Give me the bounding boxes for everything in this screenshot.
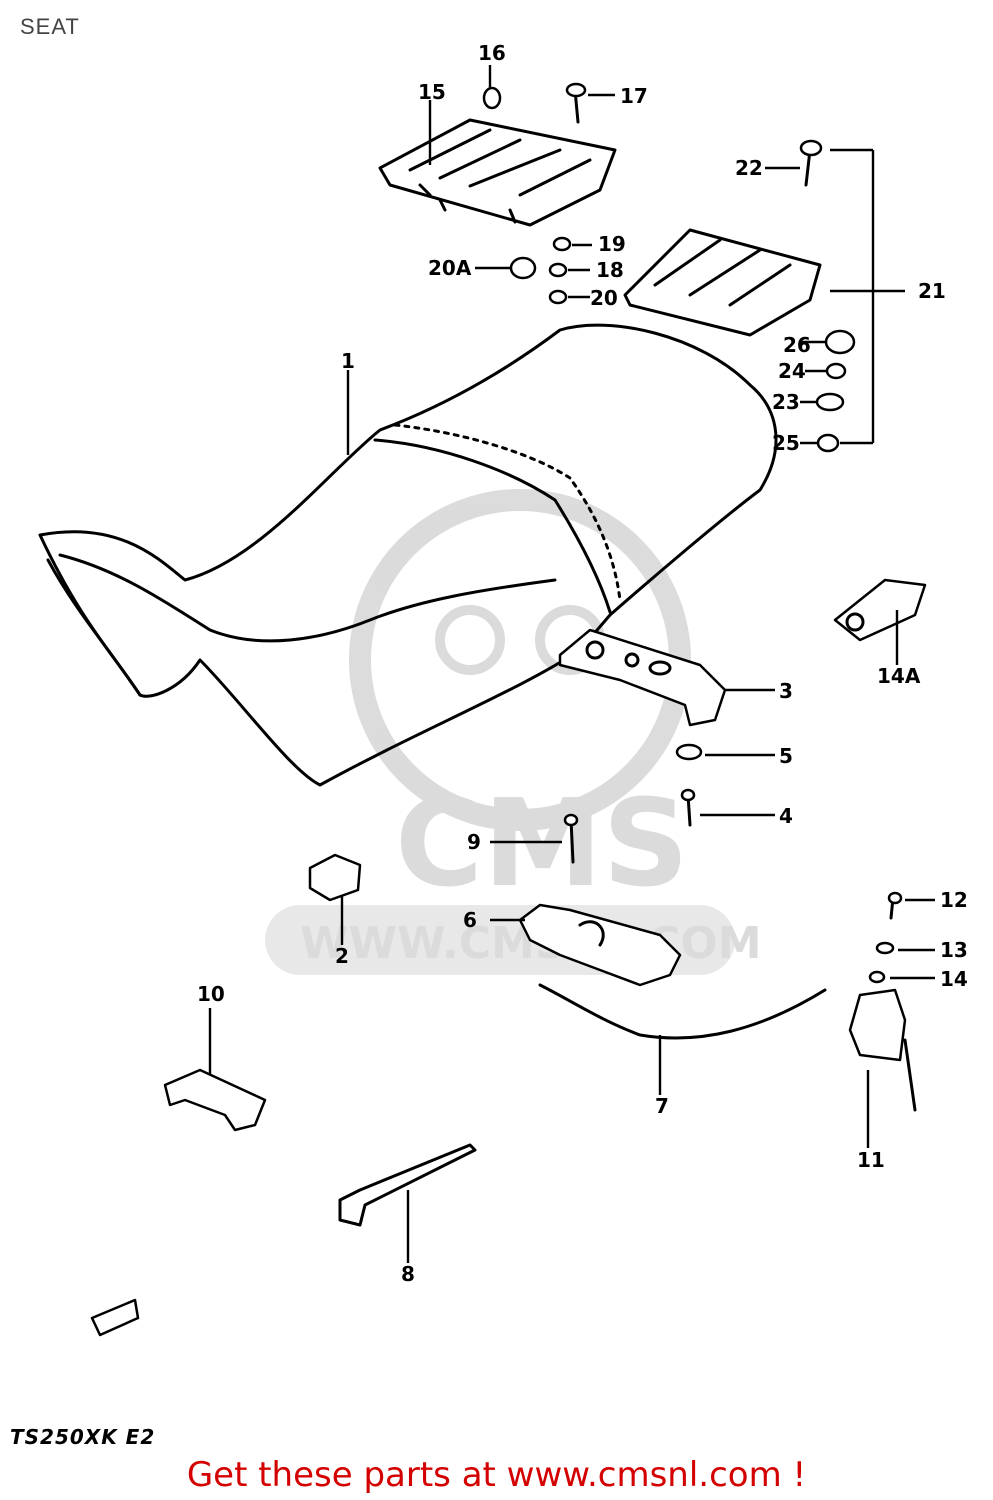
callout-23: 23 [772,390,800,414]
bracket-part [163,1068,267,1132]
callout-9: 9 [467,830,481,854]
watermark-logo: CMS WWW.CMSNL.COM [265,489,762,975]
leader-lines [208,65,935,1263]
callout-11: 11 [857,1148,885,1172]
callout-15: 15 [418,80,446,104]
callout-4: 4 [779,804,793,828]
seat-stay-part [338,1143,477,1227]
callout-14a: 14A [877,664,921,688]
callout-20: 20 [590,286,618,310]
callout-8: 8 [401,1262,415,1286]
callout-20a: 20A [428,256,472,280]
callout-6: 6 [463,908,477,932]
callout-25: 25 [772,431,800,455]
callout-21: 21 [918,279,946,303]
callout-labels: 1 2 3 4 5 6 7 8 9 10 11 12 13 14 14A 15 … [197,41,968,1286]
label-sticker-part [833,578,927,642]
page-title: SEAT [20,14,80,39]
callout-16: 16 [478,41,506,65]
callout-2: 2 [335,944,349,968]
seat-lock-part [518,903,682,987]
seat-base-part [558,628,727,727]
buy-parts-link[interactable]: Get these parts at www.cmsnl.com ! [186,1455,807,1495]
callout-13: 13 [940,938,968,962]
rear-rack-part-21 [623,228,822,337]
callout-1: 1 [341,349,355,373]
callout-5: 5 [779,744,793,768]
callout-26: 26 [783,333,811,357]
front-arrow-icon [90,1298,140,1337]
callout-10: 10 [197,982,225,1006]
hardware-parts [308,82,903,984]
callout-17: 17 [620,84,648,108]
callout-12: 12 [940,888,968,912]
callout-24: 24 [778,359,806,383]
callout-7: 7 [655,1094,669,1118]
rear-rack-part-15 [378,118,617,227]
callout-14: 14 [940,967,968,991]
svg-text:CMS: CMS [395,775,689,914]
callout-3: 3 [779,679,793,703]
callout-22: 22 [735,156,763,180]
seat-lock-cable-part [538,983,827,1040]
seat-part [38,323,778,787]
callout-19: 19 [598,232,626,256]
callout-18: 18 [596,258,624,282]
model-code: TS250XK E2 [10,1425,156,1449]
seat-lock-key-part [848,988,917,1112]
